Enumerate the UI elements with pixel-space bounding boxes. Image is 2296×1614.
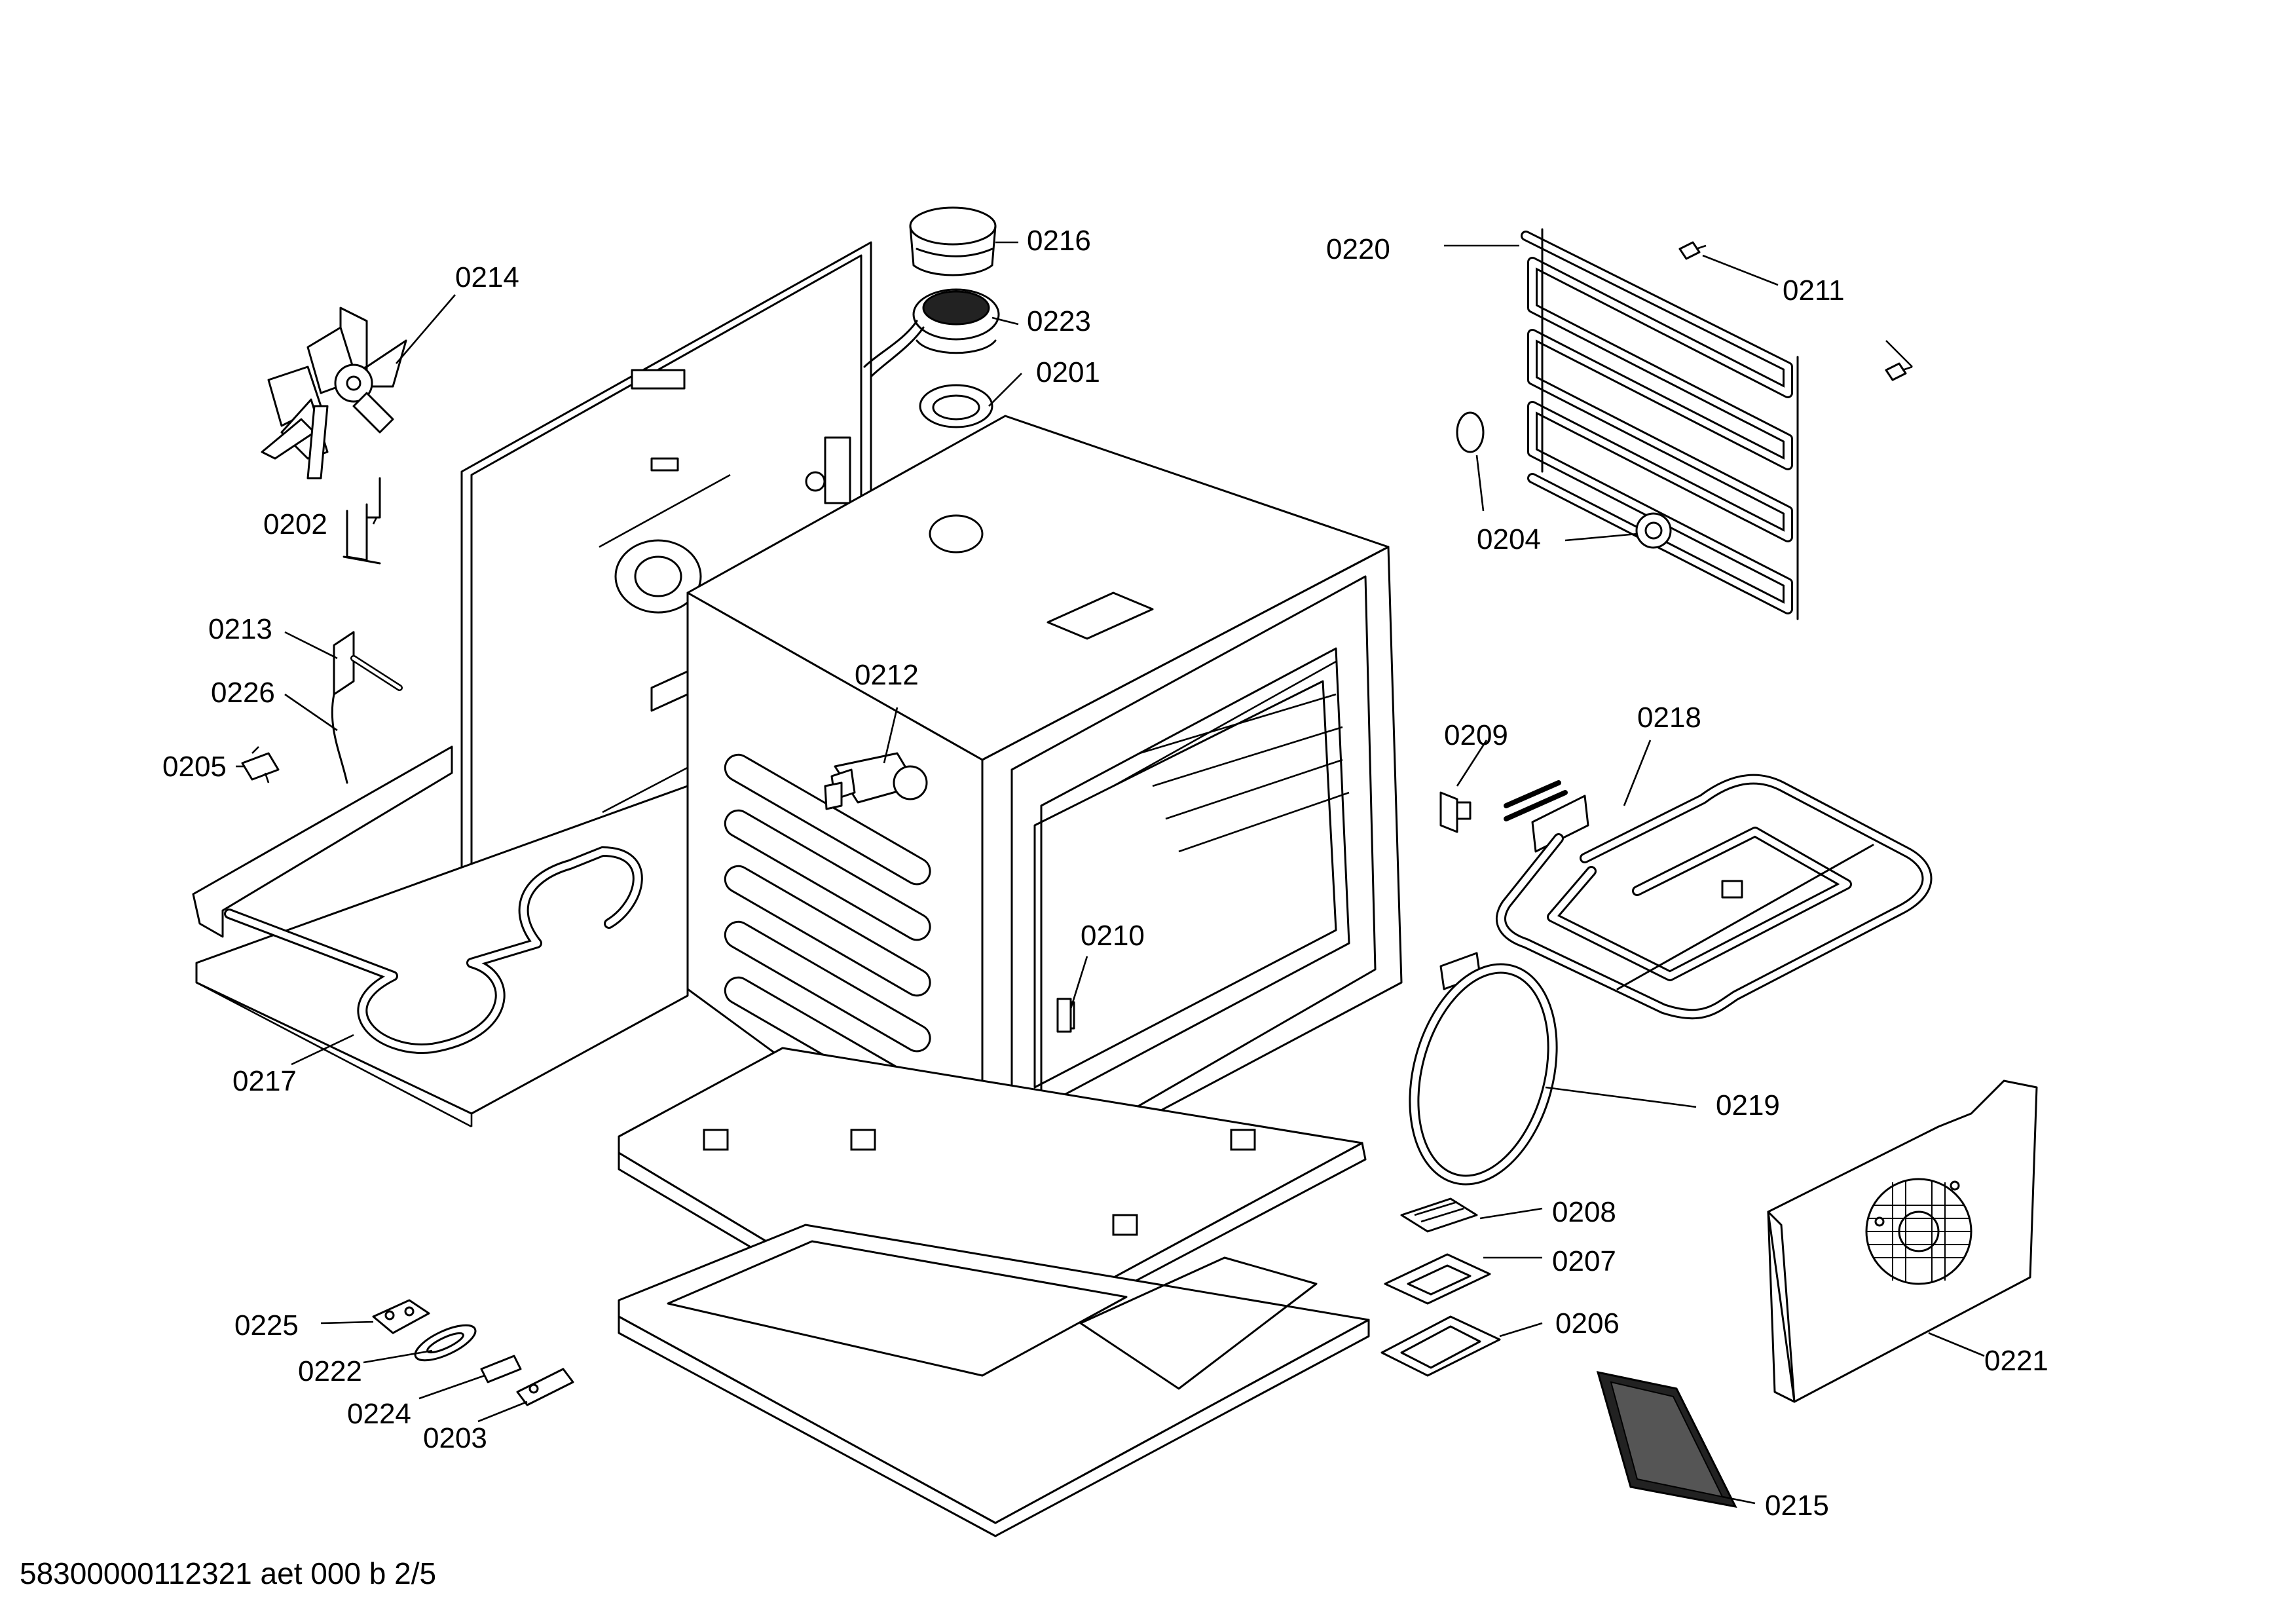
label-0219: 0219	[1716, 1089, 1780, 1121]
label-0218: 0218	[1637, 702, 1701, 734]
label-0225: 0225	[234, 1309, 299, 1342]
fan-cover-drawing	[1767, 1079, 2038, 1403]
label-0207: 0207	[1552, 1245, 1616, 1277]
label-0201: 0201	[1036, 356, 1100, 388]
label-0223: 0223	[1027, 305, 1091, 337]
document-id: 58300000112321 aet 000 b 2/5	[20, 1556, 437, 1590]
label-0214: 0214	[455, 261, 519, 293]
fan-motor-drawing	[261, 307, 407, 479]
label-0208: 0208	[1552, 1196, 1616, 1228]
bracket-drawing	[343, 477, 381, 565]
lamp-socket-drawing	[863, 288, 1000, 378]
label-0216: 0216	[1027, 225, 1091, 257]
label-0211: 0211	[1783, 274, 1845, 307]
seals-drawing	[1380, 1197, 1501, 1377]
ring-element-drawing	[1409, 952, 1558, 1186]
label-0215: 0215	[1765, 1490, 1829, 1522]
label-0202: 0202	[263, 508, 327, 540]
label-0210: 0210	[1081, 920, 1145, 952]
temperature-sensor-drawing	[331, 631, 403, 784]
grease-filter-drawing	[1596, 1371, 1737, 1509]
gears-drawing	[1456, 411, 1672, 549]
part-labels: 0214 0202 0213 0226 0205 0217 0216 0223 …	[162, 225, 2048, 1522]
seal-ring-drawing	[919, 384, 993, 428]
label-0221: 0221	[1984, 1345, 2048, 1377]
label-0220: 0220	[1326, 233, 1390, 265]
label-0209: 0209	[1444, 719, 1508, 751]
lamp-cover-drawing	[909, 206, 997, 276]
label-0205: 0205	[162, 751, 227, 783]
label-0224: 0224	[347, 1398, 411, 1430]
clip-drawing	[241, 746, 280, 783]
grill-element-drawing	[1496, 774, 1933, 1020]
label-0204: 0204	[1477, 523, 1541, 555]
label-0222: 0222	[298, 1355, 362, 1387]
oven-cavity	[686, 415, 1403, 1207]
small-parts-drawing	[372, 1299, 574, 1406]
label-0206: 0206	[1555, 1307, 1620, 1340]
thermostat-drawing	[824, 752, 928, 810]
label-0226: 0226	[211, 677, 275, 709]
door-switch-drawing	[1056, 998, 1072, 1033]
shelf-rack-drawing	[1521, 228, 1799, 620]
label-0217: 0217	[232, 1065, 297, 1097]
leader-lines	[236, 241, 1985, 1505]
bottom-tray-left	[192, 745, 689, 1128]
label-0213: 0213	[208, 613, 272, 645]
screws-drawing	[1678, 241, 1913, 381]
small-bracket-drawing	[1439, 791, 1472, 833]
label-0212: 0212	[855, 659, 919, 691]
bottom-plates	[618, 1047, 1370, 1537]
label-0203: 0203	[423, 1422, 487, 1454]
